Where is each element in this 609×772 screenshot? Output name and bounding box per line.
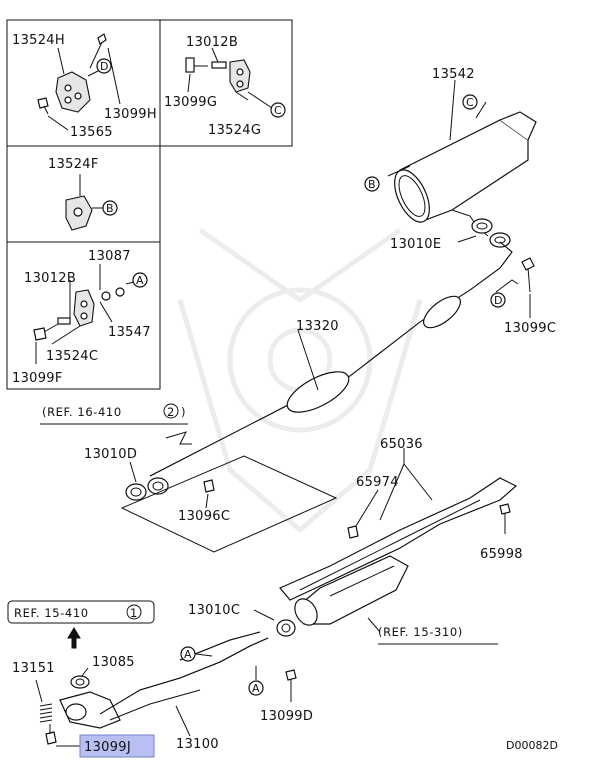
part-13524c: 13524C	[46, 349, 98, 364]
gasket-13085	[70, 667, 90, 689]
part-13096c: 13096C	[178, 509, 230, 524]
bolt-13099d	[285, 669, 297, 702]
part-13099j[interactable]: 13099J	[84, 740, 131, 755]
gasket-13010c	[253, 609, 296, 637]
svg-text:REF. 15-410: REF. 15-410	[14, 606, 89, 620]
part-13099c: 13099C	[504, 321, 556, 336]
part-13099g: 13099G	[164, 95, 217, 110]
callout-c-hanger: C	[274, 104, 282, 117]
ref-15-410-label: REF. 15-410 1	[7, 600, 155, 649]
bolt-13099j	[45, 724, 80, 747]
hanger-13524h-drawing	[37, 33, 121, 131]
svg-text:1: 1	[130, 606, 138, 620]
part-13099d: 13099D	[260, 709, 313, 724]
catalytic-converter	[294, 555, 409, 633]
part-13012b-top: 13012B	[186, 35, 238, 50]
svg-text:(REF. 16-410: (REF. 16-410	[42, 405, 122, 419]
svg-text:2: 2	[167, 405, 175, 419]
part-13524g: 13524G	[208, 123, 261, 138]
callout-a-pipe-1: A	[184, 648, 192, 661]
part-13542: 13542	[432, 67, 475, 82]
front-pipe-13100	[59, 631, 269, 737]
part-13547: 13547	[108, 325, 151, 340]
hanger-13524c-drawing	[33, 264, 148, 364]
bolt-65998	[499, 503, 511, 534]
part-13151: 13151	[12, 661, 55, 676]
part-13010e: 13010E	[390, 237, 441, 252]
callout-a-hanger: A	[136, 274, 144, 287]
bolt-13099c	[521, 257, 535, 318]
clip-65974	[347, 489, 379, 539]
hanger-13524g-drawing	[185, 47, 286, 118]
diagram-id: D00082D	[506, 739, 558, 752]
heat-protector-65036	[279, 448, 518, 601]
center-pipe-13320	[149, 241, 519, 477]
part-65974: 65974	[356, 475, 399, 490]
inset-boxes	[6, 19, 293, 390]
spring-13151	[35, 679, 53, 723]
part-65998: 65998	[480, 547, 523, 562]
callout-b-hanger: B	[106, 202, 114, 215]
part-13099f: 13099F	[12, 371, 63, 386]
gasket-13010d	[125, 461, 169, 501]
nut-13096c	[203, 479, 215, 509]
part-13010d: 13010D	[84, 447, 137, 462]
part-13565: 13565	[70, 125, 113, 140]
svg-text:): )	[181, 405, 186, 419]
callout-b-muffler: B	[368, 178, 376, 191]
callout-d-hanger: D	[100, 60, 108, 73]
part-13085: 13085	[92, 655, 135, 670]
ref-15-310-label: (REF. 15-310)	[378, 625, 463, 639]
callout-c-muffler: C	[466, 96, 474, 109]
hanger-13524f-drawing	[65, 174, 118, 231]
callout-a-pipe-2: A	[252, 682, 260, 695]
part-13099h: 13099H	[104, 107, 157, 122]
part-13100: 13100	[176, 737, 219, 752]
part-13012b-box: 13012B	[24, 271, 76, 286]
part-13524h: 13524H	[12, 33, 65, 48]
part-13524f: 13524F	[48, 157, 99, 172]
part-13099j-highlight	[79, 734, 155, 758]
part-13087: 13087	[88, 249, 131, 264]
ref-16-410-label: (REF. 16-410 2 )	[40, 403, 192, 445]
muffler-13542	[364, 79, 537, 237]
gasket-13010e	[457, 218, 511, 248]
part-13320: 13320	[296, 319, 339, 334]
callout-d-pipe: D	[494, 294, 502, 307]
part-65036: 65036	[380, 437, 423, 452]
part-13010c: 13010C	[188, 603, 240, 618]
